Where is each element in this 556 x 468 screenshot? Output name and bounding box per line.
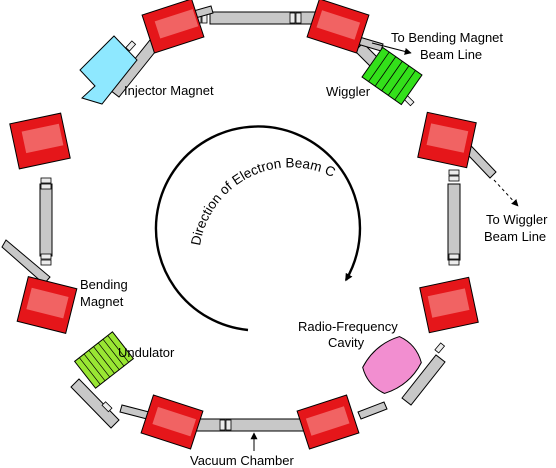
rf-cavity-label: Radio-Frequency bbox=[298, 319, 398, 334]
bending-beamline-arrow bbox=[371, 42, 412, 55]
to-wiggler-label: To Wiggler bbox=[486, 212, 548, 227]
bending-magnet-top-left bbox=[141, 0, 205, 54]
beam-line-exits bbox=[1, 5, 497, 420]
wiggler bbox=[361, 46, 423, 106]
rf-cavity bbox=[362, 336, 422, 394]
bending-magnet-bottom-right bbox=[296, 394, 360, 450]
undulator-label: Undulator bbox=[118, 345, 175, 360]
bending-magnet-label: Bending bbox=[80, 277, 128, 292]
injector-magnet bbox=[79, 35, 138, 105]
bending-magnet-left-upper bbox=[9, 112, 71, 170]
rf-cavity-label-line2: Cavity bbox=[328, 335, 365, 350]
bending-magnet-right-upper bbox=[417, 111, 477, 169]
to-bending-magnet-label-line2: Beam Line bbox=[420, 47, 482, 62]
vacuum-chamber-label: Vacuum Chamber bbox=[190, 453, 294, 468]
bending-magnet-top-right bbox=[306, 0, 370, 54]
beam-direction-arrow bbox=[154, 125, 362, 332]
bending-magnet-right-lower bbox=[419, 276, 479, 334]
wiggler-beamline-arrow bbox=[493, 179, 519, 207]
undulator bbox=[73, 331, 135, 389]
bending-magnet-label-line2: Magnet bbox=[80, 294, 124, 309]
bending-magnet-bottom-left bbox=[140, 394, 204, 450]
bending-magnet-left-lower bbox=[16, 276, 78, 334]
wiggler-label: Wiggler bbox=[326, 84, 371, 99]
to-bending-magnet-label: To Bending Magnet bbox=[391, 30, 503, 45]
injector-magnet-label: Injector Magnet bbox=[124, 83, 214, 98]
to-wiggler-label-line2: Beam Line bbox=[484, 229, 546, 244]
